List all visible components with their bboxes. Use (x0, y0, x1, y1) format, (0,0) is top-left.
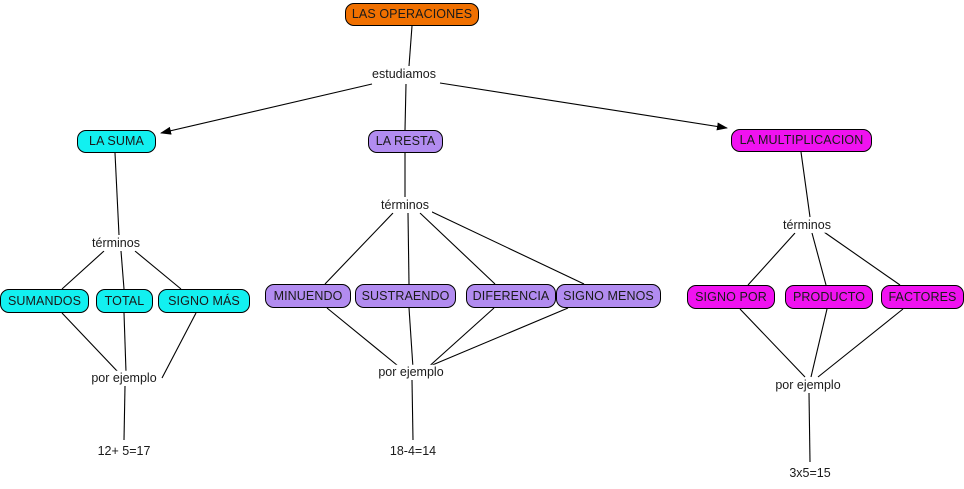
link-label-terminos-resta: términos (378, 197, 432, 213)
edge-sustraendo-to-porejemplo (408, 307, 414, 369)
node-label: DIFERENCIA (472, 288, 550, 303)
edge-terminos-to-diferencia (419, 212, 496, 285)
node-la-multiplicacion[interactable]: LA MULTIPLICACION (731, 129, 872, 152)
edge-signomenos-to-porejemplo (429, 307, 569, 367)
edge-signomas-to-porejemplo (161, 312, 197, 379)
example-resta: 18-4=14 (389, 443, 437, 458)
link-label-terminos-suma: términos (89, 235, 143, 251)
edge-estudiamos-to-multiplicacion (439, 82, 728, 131)
edge-terminos-to-minuendo (324, 212, 394, 285)
node-sustraendo[interactable]: SUSTRAENDO (355, 284, 456, 308)
example-suma: 12+ 5=17 (97, 443, 151, 458)
edge-suma-to-terminos (114, 152, 120, 236)
link-label-por-ejemplo-resta: por ejemplo (375, 364, 447, 380)
link-label-por-ejemplo-multiplicacion: por ejemplo (772, 377, 844, 393)
node-las-operaciones[interactable]: LAS OPERACIONES (345, 3, 479, 26)
node-label: SIGNO MÁS (168, 293, 240, 308)
edge-sumandos-to-porejemplo (61, 312, 119, 373)
node-label: PRODUCTO (792, 289, 866, 304)
link-label-estudiamos: estudiamos (369, 66, 439, 82)
node-label: SUSTRAENDO (361, 288, 450, 303)
edge-terminos-to-producto (811, 232, 827, 286)
edge-signopor-to-porejemplo (739, 308, 806, 378)
node-minuendo[interactable]: MINUENDO (265, 284, 351, 308)
node-la-suma[interactable]: LA SUMA (77, 130, 156, 153)
edge-total-to-porejemplo (123, 312, 127, 373)
edge-porejemplo-to-ejemplo-suma (123, 385, 126, 441)
edge-terminos-to-factores (823, 231, 901, 286)
node-label: TOTAL (104, 293, 145, 308)
edge-terminos-to-sumandos (61, 250, 105, 290)
link-label-terminos-multiplicacion: términos (780, 217, 834, 233)
edge-minuendo-to-porejemplo (326, 307, 404, 371)
node-label: FACTORES (888, 289, 957, 304)
edge-multiplicacion-to-terminos (800, 151, 811, 218)
edge-terminos-to-total (120, 250, 125, 290)
node-label: SIGNO POR (695, 289, 767, 304)
edge-factores-to-porejemplo (817, 308, 904, 378)
node-label: LA RESTA (375, 134, 436, 149)
node-label: LA SUMA (89, 134, 144, 149)
node-label: SUMANDOS (7, 293, 82, 308)
edge-terminos-to-signopor (747, 232, 796, 286)
edge-diferencia-to-porejemplo (424, 307, 495, 371)
node-label: LAS OPERACIONES (351, 7, 473, 22)
edge-terminos-to-signomenos (429, 210, 585, 285)
link-label-por-ejemplo-suma: por ejemplo (88, 370, 160, 386)
edge-porejemplo-to-ejemplo-multiplicacion (808, 392, 811, 463)
node-label: SIGNO MENOS (563, 288, 654, 303)
node-producto[interactable]: PRODUCTO (785, 285, 873, 309)
edge-porejemplo-to-ejemplo-resta (411, 379, 414, 441)
node-label: MINUENDO (273, 288, 343, 303)
edge-root-to-estudiamos (408, 25, 413, 67)
edge-terminos-to-signomas (134, 250, 182, 290)
node-signo-menos[interactable]: SIGNO MENOS (556, 284, 661, 308)
node-signo-mas[interactable]: SIGNO MÁS (158, 289, 250, 313)
node-la-resta[interactable]: LA RESTA (368, 130, 443, 153)
node-signo-por[interactable]: SIGNO POR (687, 285, 775, 309)
example-multiplicacion: 3x5=15 (789, 465, 831, 480)
node-factores[interactable]: FACTORES (881, 285, 964, 309)
node-total[interactable]: TOTAL (96, 289, 153, 313)
edge-estudiamos-to-suma (160, 83, 373, 135)
edge-producto-to-porejemplo (810, 308, 828, 378)
edge-terminos-to-sustraendo (407, 212, 410, 285)
edge-estudiamos-to-resta (404, 83, 407, 131)
node-label: LA MULTIPLICACION (739, 133, 864, 148)
node-diferencia[interactable]: DIFERENCIA (466, 284, 556, 308)
node-sumandos[interactable]: SUMANDOS (0, 289, 89, 313)
